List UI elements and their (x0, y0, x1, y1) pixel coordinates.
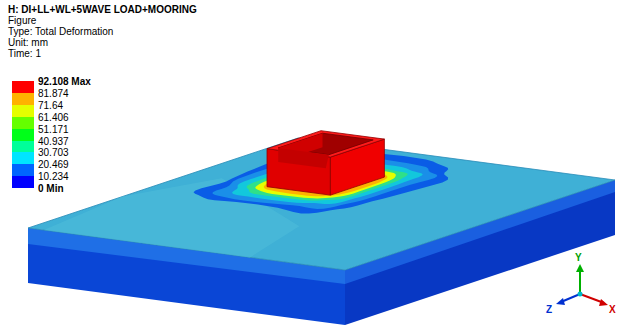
axis-label: Z (546, 304, 552, 315)
plot-title: H: DI+LL+WL+5WAVE LOAD+MOORING (8, 4, 197, 15)
plot-info: Time: 1 (8, 48, 41, 59)
plot-info: Unit: mm (8, 37, 48, 48)
legend-value: 10.234 (38, 171, 69, 182)
legend-swatch (12, 141, 34, 153)
legend-value: 92.108 Max (38, 76, 91, 87)
legend-swatch (12, 152, 34, 164)
legend-value: 81.874 (38, 88, 69, 99)
legend-value: 61.406 (38, 112, 69, 123)
axis-y-head (576, 264, 584, 272)
plot-info: Figure (8, 15, 36, 26)
legend-value: 71.64 (38, 100, 63, 111)
legend-swatch (12, 81, 34, 93)
axis-z-head (556, 298, 565, 305)
legend-swatch (12, 117, 34, 129)
box-inner-wall (278, 148, 329, 168)
axis-y (579, 270, 581, 294)
legend-swatch (12, 129, 34, 141)
legend-swatch (12, 93, 34, 105)
slab-top-face (28, 138, 615, 270)
axis-label: X (609, 304, 616, 315)
box-left-face (267, 149, 330, 195)
legend-min: 0 Min (38, 183, 64, 194)
axis-origin (578, 292, 583, 297)
legend-value: 40.937 (38, 136, 69, 147)
legend-value: 20.469 (38, 159, 69, 170)
axis-z (561, 294, 580, 302)
axis-label: Y (575, 252, 582, 263)
legend-value: 51.171 (38, 124, 69, 135)
axis-x-head (599, 299, 608, 306)
plot-info: Type: Total Deformation (8, 26, 113, 37)
legend-swatch (12, 176, 34, 188)
legend-swatch (12, 164, 34, 176)
legend-value: 30.703 (38, 147, 69, 158)
legend-swatch (12, 105, 34, 117)
